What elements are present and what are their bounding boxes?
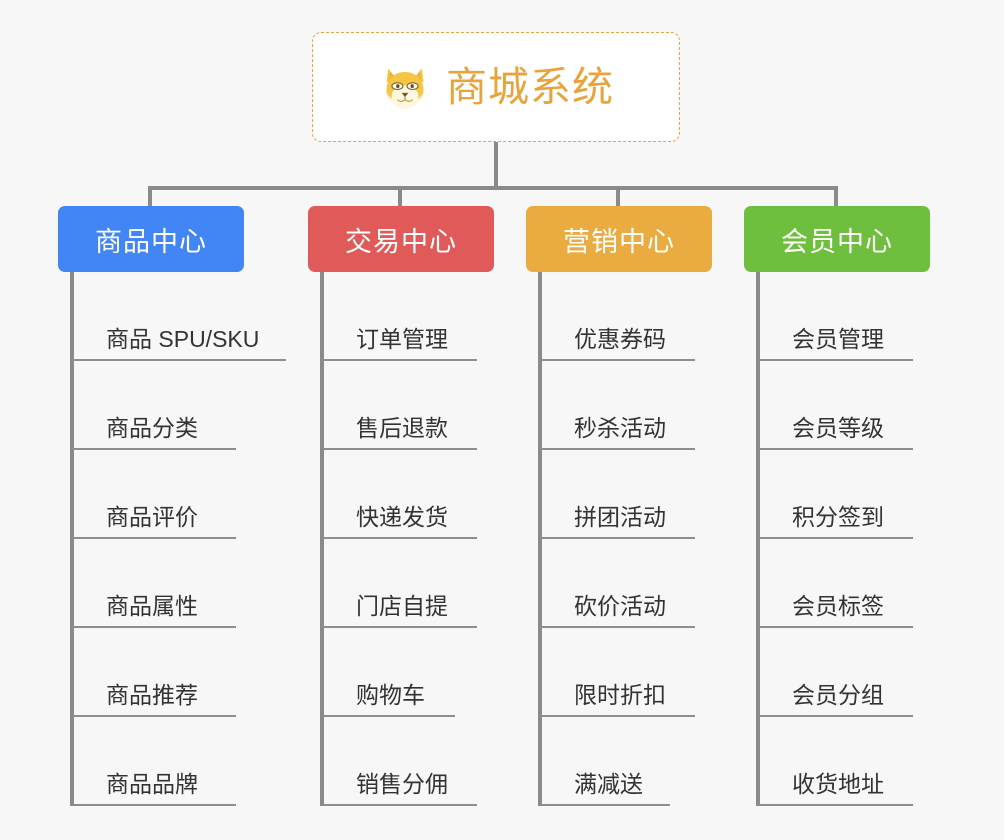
leaf-item[interactable]: 商品 SPU/SKU xyxy=(72,272,286,361)
leaf-item[interactable]: 会员管理 xyxy=(758,272,913,361)
leaf-item[interactable]: 订单管理 xyxy=(322,272,477,361)
leaf-spine-3 xyxy=(538,272,542,806)
leaf-label: 会员等级 xyxy=(792,414,884,441)
leaf-label: 会员分组 xyxy=(792,681,884,708)
leaf-spine-4 xyxy=(756,272,760,806)
leaf-label: 订单管理 xyxy=(356,325,448,352)
leaf-label: 商品品牌 xyxy=(106,770,198,797)
leaf-label: 商品 SPU/SKU xyxy=(106,325,260,352)
leaf-item[interactable]: 秒杀活动 xyxy=(540,361,695,450)
leaf-label: 优惠券码 xyxy=(574,325,666,352)
leaf-item[interactable]: 限时折扣 xyxy=(540,628,695,717)
leaf-item[interactable]: 购物车 xyxy=(322,628,455,717)
leaf-label: 限时折扣 xyxy=(574,681,666,708)
leaf-label: 销售分佣 xyxy=(356,770,448,797)
leaf-label: 会员管理 xyxy=(792,325,884,352)
leaf-list-1: 商品 SPU/SKU 商品分类 商品评价 商品属性 商品推荐 商品品牌 xyxy=(70,272,286,806)
leaf-item[interactable]: 快递发货 xyxy=(322,450,477,539)
leaf-label: 售后退款 xyxy=(356,414,448,441)
connector-bus-bar xyxy=(148,186,838,190)
leaf-item[interactable]: 会员等级 xyxy=(758,361,913,450)
leaf-item[interactable]: 会员标签 xyxy=(758,539,913,628)
leaf-label: 购物车 xyxy=(356,681,425,708)
leaf-item[interactable]: 门店自提 xyxy=(322,539,477,628)
branch-column-4: 会员中心 会员管理 会员等级 积分签到 会员标签 会员分组 收货地址 xyxy=(744,206,930,822)
leaf-item[interactable]: 拼团活动 xyxy=(540,450,695,539)
shiba-dog-face-icon xyxy=(386,68,424,109)
leaf-item[interactable]: 满减送 xyxy=(540,717,670,806)
category-box-1[interactable]: 商品中心 xyxy=(58,206,244,272)
connector-drop-1 xyxy=(148,186,152,208)
leaf-spine-2 xyxy=(320,272,324,806)
branch-column-3: 营销中心 优惠券码 秒杀活动 拼团活动 砍价活动 限时折扣 满减送 xyxy=(526,206,712,822)
leaf-list-4: 会员管理 会员等级 积分签到 会员标签 会员分组 收货地址 xyxy=(756,272,930,806)
connector-root-stem xyxy=(494,142,498,188)
leaf-item[interactable]: 积分签到 xyxy=(758,450,913,539)
leaf-item[interactable]: 售后退款 xyxy=(322,361,477,450)
leaf-label: 砍价活动 xyxy=(574,592,666,619)
leaf-item[interactable]: 收货地址 xyxy=(758,717,913,806)
leaf-item[interactable]: 商品评价 xyxy=(72,450,236,539)
leaf-label: 积分签到 xyxy=(792,503,884,530)
leaf-label: 商品评价 xyxy=(106,503,198,530)
leaf-item[interactable]: 商品推荐 xyxy=(72,628,236,717)
leaf-item[interactable]: 会员分组 xyxy=(758,628,913,717)
leaf-label: 商品推荐 xyxy=(106,681,198,708)
category-box-2[interactable]: 交易中心 xyxy=(308,206,494,272)
connector-drop-3 xyxy=(616,186,620,208)
leaf-label: 收货地址 xyxy=(792,770,884,797)
branch-column-1: 商品中心 商品 SPU/SKU 商品分类 商品评价 商品属性 商品推荐 商品品牌 xyxy=(58,206,286,822)
leaf-item[interactable]: 商品分类 xyxy=(72,361,236,450)
leaf-item[interactable]: 砍价活动 xyxy=(540,539,695,628)
leaf-list-3: 优惠券码 秒杀活动 拼团活动 砍价活动 限时折扣 满减送 xyxy=(538,272,712,806)
leaf-label: 商品分类 xyxy=(106,414,198,441)
leaf-label: 拼团活动 xyxy=(574,503,666,530)
leaf-label: 门店自提 xyxy=(356,592,448,619)
root-node-mall-system[interactable]: 商城系统 xyxy=(312,32,680,142)
leaf-item[interactable]: 销售分佣 xyxy=(322,717,477,806)
connector-drop-4 xyxy=(834,186,838,208)
root-title: 商城系统 xyxy=(446,63,614,110)
connector-drop-2 xyxy=(398,186,402,208)
leaf-item[interactable]: 商品属性 xyxy=(72,539,236,628)
leaf-label: 满减送 xyxy=(574,770,643,797)
leaf-label: 秒杀活动 xyxy=(574,414,666,441)
category-box-4[interactable]: 会员中心 xyxy=(744,206,930,272)
leaf-item[interactable]: 商品品牌 xyxy=(72,717,236,806)
leaf-list-2: 订单管理 售后退款 快递发货 门店自提 购物车 销售分佣 xyxy=(320,272,494,806)
category-box-3[interactable]: 营销中心 xyxy=(526,206,712,272)
leaf-item[interactable]: 优惠券码 xyxy=(540,272,695,361)
leaf-label: 快递发货 xyxy=(356,503,448,530)
leaf-spine-1 xyxy=(70,272,74,806)
leaf-label: 商品属性 xyxy=(106,592,198,619)
leaf-label: 会员标签 xyxy=(792,592,884,619)
branch-column-2: 交易中心 订单管理 售后退款 快递发货 门店自提 购物车 销售分佣 xyxy=(308,206,494,822)
